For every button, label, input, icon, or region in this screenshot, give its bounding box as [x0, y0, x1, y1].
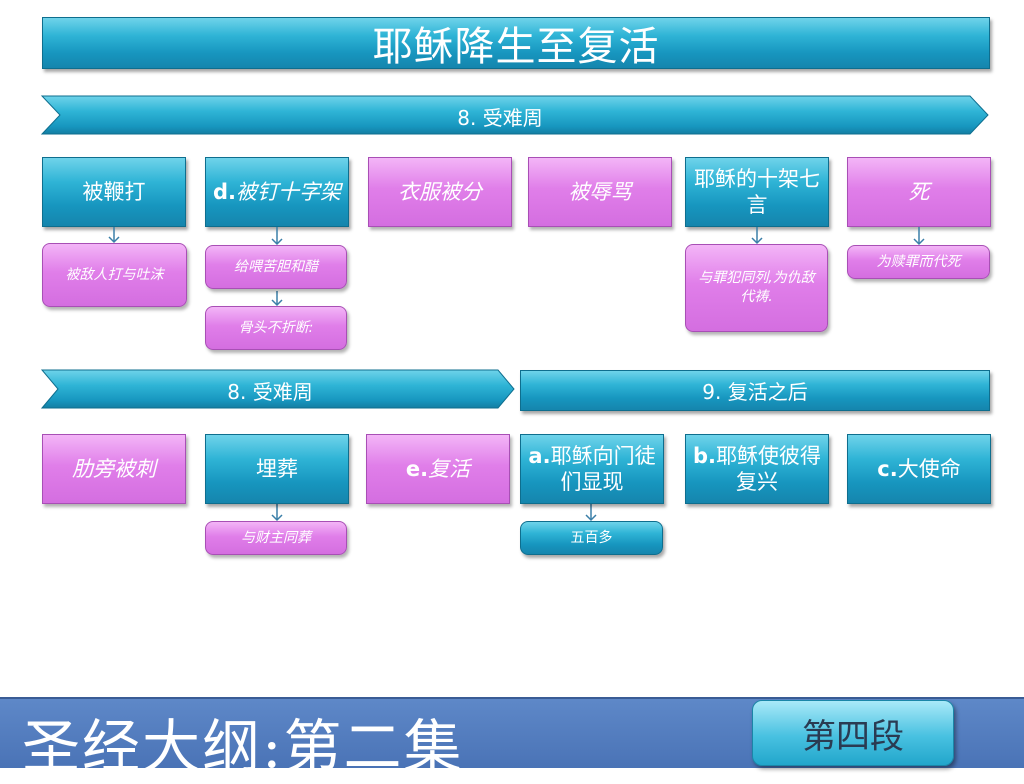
connectors-layer — [108, 227, 925, 522]
node-appears-label: 耶稣向门徒们显现 — [550, 443, 656, 494]
note-gall-vinegar: 给喂苦胆和醋 — [205, 245, 347, 289]
node-whipped: 被鞭打 — [42, 157, 186, 227]
ribbon-top-shape — [40, 95, 989, 135]
ribbon-mid-right: 9. 复活之后 — [520, 370, 990, 411]
node-appears-prefix: a. — [528, 443, 551, 468]
node-great-commission: c.大使命 — [847, 434, 991, 504]
note-numbered-with-criminals: 与罪犯同列,为仇敌代祷. — [685, 244, 828, 332]
note-died-for-sin: 为赎罪而代死 — [847, 245, 990, 279]
section-button[interactable]: 第四段 — [752, 700, 954, 766]
note-buried-with-rich: 与财主同葬 — [205, 521, 347, 555]
node-commission-label: 大使命 — [897, 456, 961, 481]
node-restores-text: b.耶稣使彼得复兴 — [692, 443, 822, 496]
node-death: 死 — [847, 157, 991, 227]
ribbon-mid-right-label: 9. 复活之后 — [702, 380, 808, 404]
node-seven-sayings: 耶稣的十架七言 — [685, 157, 829, 227]
node-resurrection-label: 复活 — [428, 456, 471, 481]
ribbon-mid-left-shape — [40, 369, 515, 409]
node-appears-to-disciples: a.耶稣向门徒们显现 — [520, 434, 664, 504]
page-title: 耶稣降生至复活 — [42, 17, 990, 70]
ribbon-mid-left-label: 8. 受难周 — [227, 379, 313, 404]
note-spat-upon: 被敌人打与吐沫 — [42, 243, 187, 307]
node-resurrection: e.复活 — [366, 434, 510, 504]
node-restores-prefix: b. — [692, 443, 716, 468]
node-resurrection-text: e.复活 — [406, 456, 470, 482]
footer-title: 圣经大纲:第二集 — [22, 713, 464, 781]
node-seven-sayings-label: 耶稣的十架七言 — [694, 166, 820, 217]
node-commission-text: c.大使命 — [877, 456, 960, 482]
node-restores-peter: b.耶稣使彼得复兴 — [685, 434, 829, 504]
note-five-hundred: 五百多 — [520, 521, 663, 555]
node-garments-divided: 衣服被分 — [368, 157, 512, 227]
node-garments-divided-label: 衣服被分 — [398, 179, 482, 204]
node-death-label: 死 — [908, 179, 930, 204]
node-crucified-text: d.被钉十字架 — [213, 179, 341, 205]
note-bones-not-broken: 骨头不折断: — [205, 306, 347, 350]
node-reviled: 被辱骂 — [528, 157, 672, 227]
node-commission-prefix: c. — [877, 456, 898, 481]
node-buried: 埋葬 — [205, 434, 349, 504]
node-reviled-label: 被辱骂 — [568, 179, 632, 204]
node-buried-label: 埋葬 — [256, 456, 298, 481]
node-crucified-prefix: d. — [212, 179, 236, 204]
node-crucified: d.被钉十字架 — [205, 157, 349, 227]
node-appears-text: a.耶稣向门徒们显现 — [527, 443, 657, 496]
node-resurrection-prefix: e. — [405, 456, 429, 481]
node-whipped-label: 被鞭打 — [82, 179, 146, 204]
node-side-pierced: 肋旁被刺 — [42, 434, 186, 504]
node-side-pierced-label: 肋旁被刺 — [72, 456, 156, 481]
node-crucified-label: 被钉十字架 — [236, 179, 341, 204]
ribbon-top-label: 8. 受难周 — [457, 105, 543, 130]
node-restores-label: 耶稣使彼得复兴 — [716, 443, 821, 494]
